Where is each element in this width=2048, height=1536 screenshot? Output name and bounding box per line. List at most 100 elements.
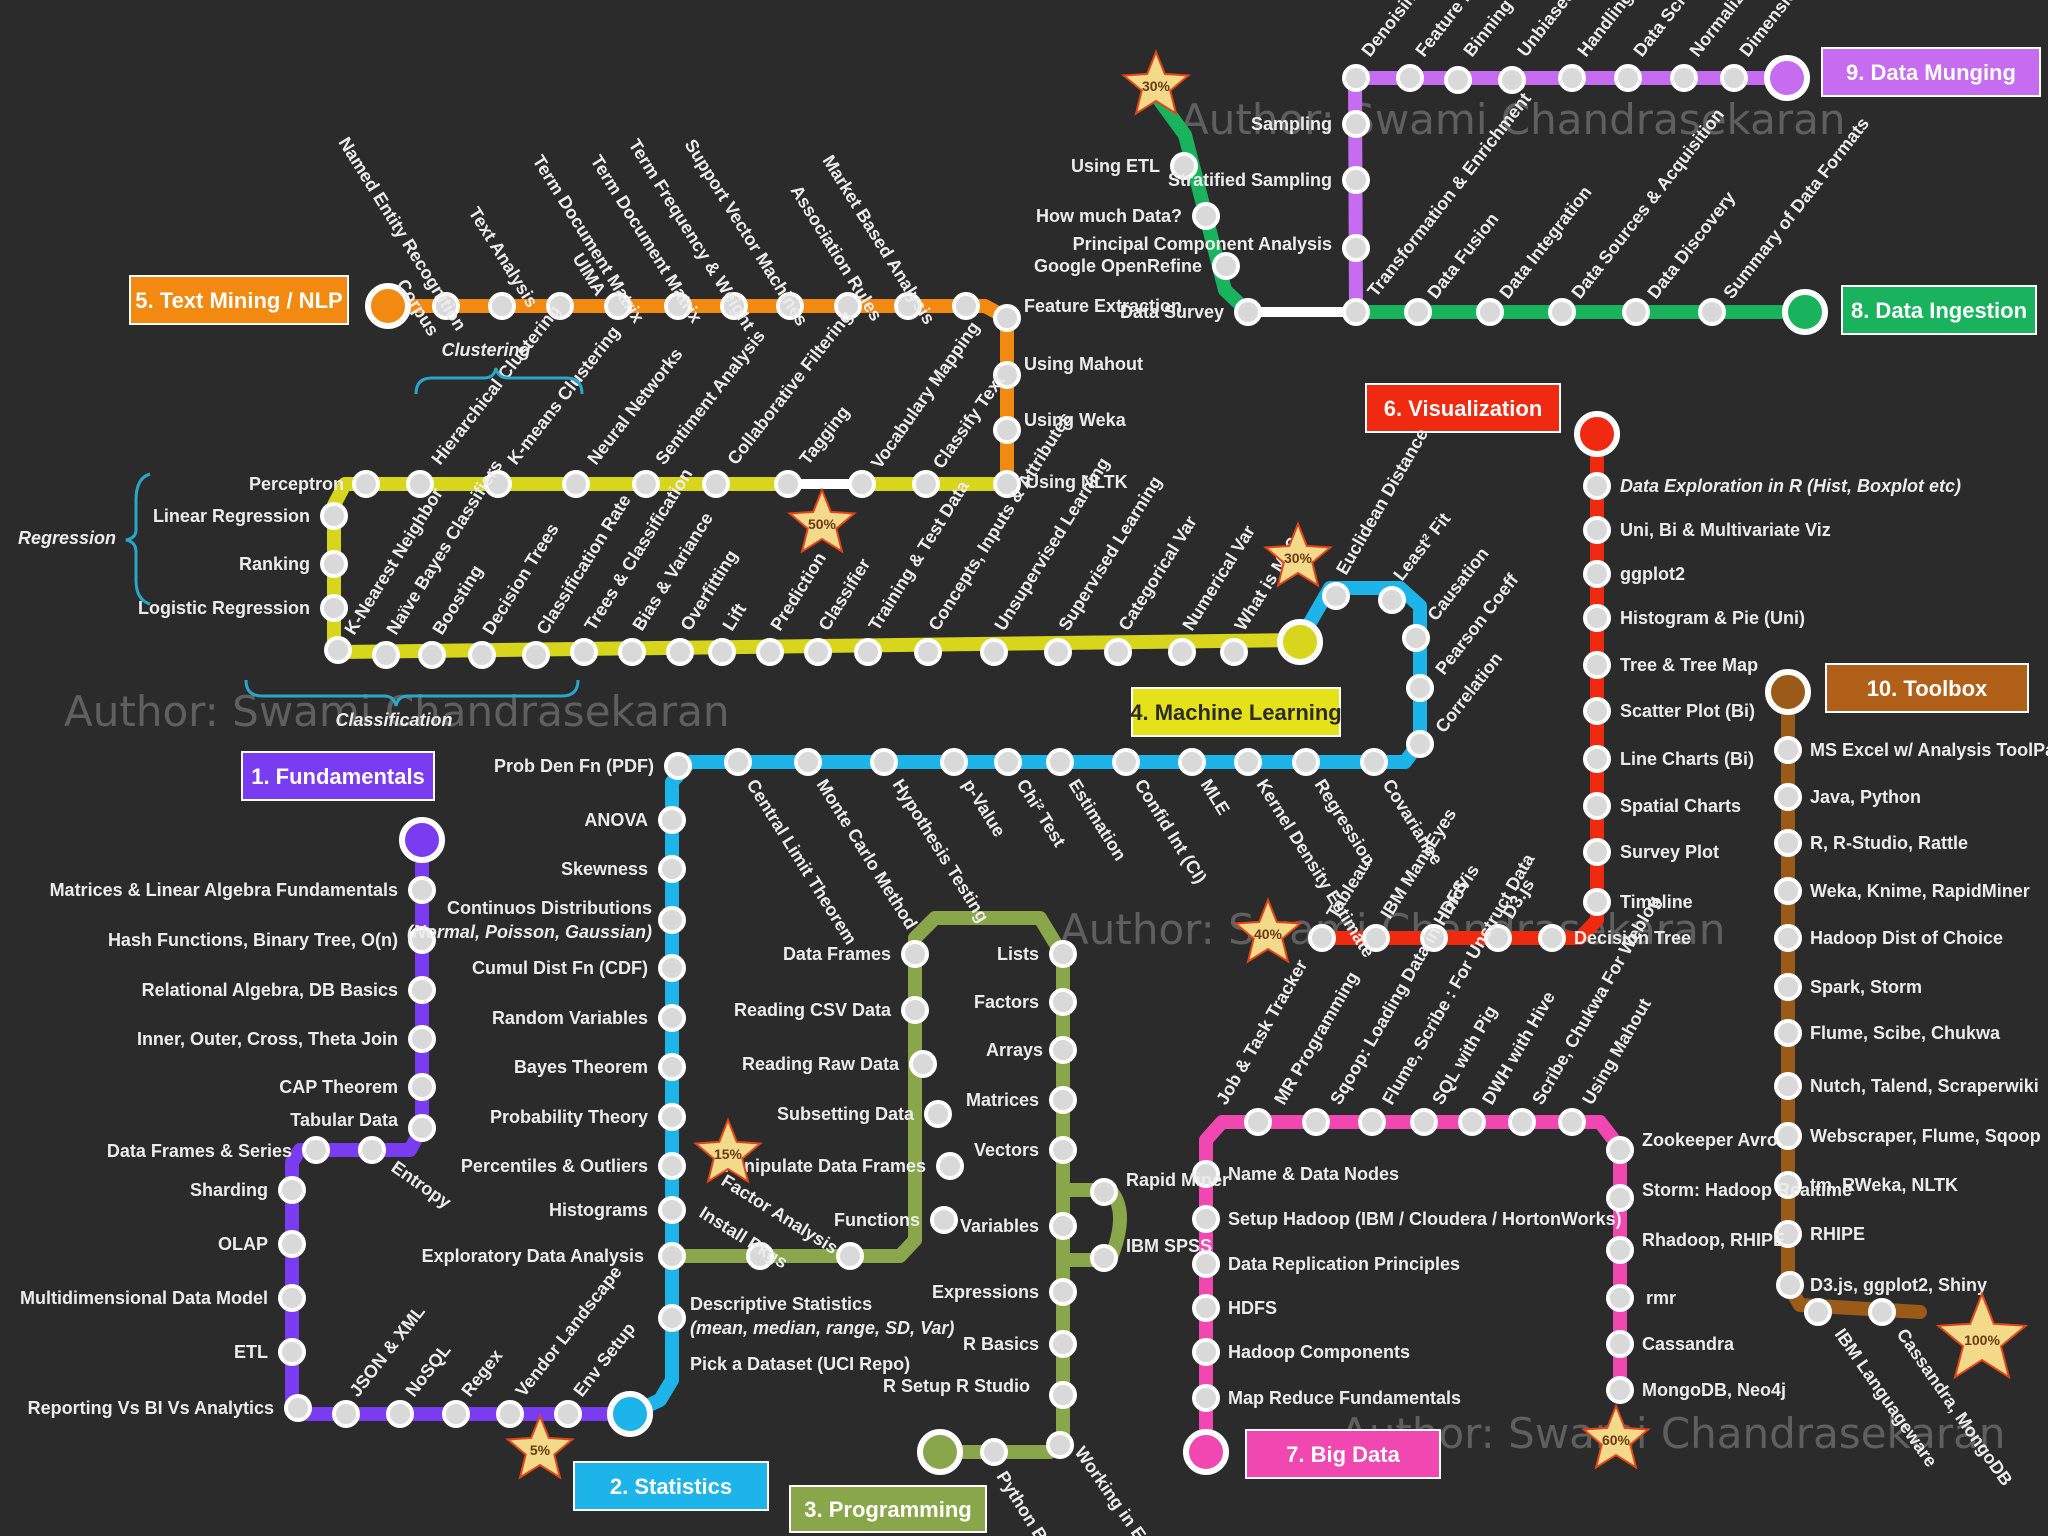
station-google-openrefine[interactable] bbox=[1212, 252, 1240, 280]
station-subsetting[interactable] bbox=[924, 1100, 952, 1128]
station-lists[interactable] bbox=[1049, 940, 1077, 968]
station-feature-extraction-nlp[interactable] bbox=[952, 292, 980, 320]
station-flume-scibe[interactable] bbox=[1774, 1019, 1802, 1047]
station-what-is-ml[interactable] bbox=[1220, 638, 1248, 666]
station-data-integration[interactable] bbox=[1476, 298, 1504, 326]
station-relational-algebra[interactable] bbox=[408, 976, 436, 1004]
station-monte-carlo[interactable] bbox=[794, 748, 822, 776]
station-using-nltk[interactable] bbox=[993, 470, 1021, 498]
station-central-limit[interactable] bbox=[724, 748, 752, 776]
terminal-programming[interactable] bbox=[917, 1429, 963, 1475]
station-hash-functions[interactable] bbox=[408, 926, 436, 954]
station-mr-programming[interactable] bbox=[1302, 1108, 1330, 1136]
station-kernel-density[interactable] bbox=[1234, 748, 1262, 776]
station-probability-theory[interactable] bbox=[658, 1103, 686, 1131]
station-env-setup[interactable] bbox=[554, 1400, 582, 1428]
station-chi-test[interactable] bbox=[994, 748, 1022, 776]
terminal-machine-learning[interactable] bbox=[1277, 619, 1323, 665]
station-cdf[interactable] bbox=[658, 954, 686, 982]
station-perceptron[interactable] bbox=[352, 470, 380, 498]
station-data-fusion[interactable] bbox=[1404, 298, 1432, 326]
station-hadoop-dist[interactable] bbox=[1774, 924, 1802, 952]
station-pig[interactable] bbox=[1458, 1108, 1486, 1136]
station-tm-rweka[interactable] bbox=[1774, 1171, 1802, 1199]
station-term-frequency[interactable] bbox=[664, 292, 692, 320]
station-cap-theorem[interactable] bbox=[408, 1073, 436, 1101]
title-toolbox[interactable]: 10. Toolbox bbox=[1825, 663, 2029, 713]
station-rhipe[interactable] bbox=[1774, 1220, 1802, 1248]
station-tagging[interactable] bbox=[774, 470, 802, 498]
station-map-reduce[interactable] bbox=[1192, 1384, 1220, 1412]
station-survey-plot[interactable] bbox=[1583, 838, 1611, 866]
station-hypothesis-testing[interactable] bbox=[870, 748, 898, 776]
station-spark-storm[interactable] bbox=[1774, 973, 1802, 1001]
station-rapid-miner[interactable] bbox=[1090, 1178, 1118, 1206]
station-sharding[interactable] bbox=[278, 1176, 306, 1204]
station-using-etl[interactable] bbox=[1170, 152, 1198, 180]
station-matrices[interactable] bbox=[408, 876, 436, 904]
station-ranking[interactable] bbox=[320, 550, 348, 578]
station-histogram-pie[interactable] bbox=[1583, 604, 1611, 632]
station-d3-shiny[interactable] bbox=[1776, 1271, 1804, 1299]
station-scatter-plot[interactable] bbox=[1583, 697, 1611, 725]
station-pdf[interactable] bbox=[664, 752, 692, 780]
terminal-data-munging[interactable] bbox=[1764, 55, 1810, 101]
station-decision-trees[interactable] bbox=[468, 641, 496, 669]
station-flume[interactable] bbox=[1410, 1108, 1438, 1136]
station-normalization[interactable] bbox=[1670, 64, 1698, 92]
station-tabular-data[interactable] bbox=[408, 1114, 436, 1142]
station-stratified-sampling[interactable] bbox=[1342, 166, 1370, 194]
station-mle[interactable] bbox=[1178, 748, 1206, 776]
station-percentiles[interactable] bbox=[658, 1152, 686, 1180]
title-big-data[interactable]: 7. Big Data bbox=[1245, 1429, 1441, 1479]
station-pca[interactable] bbox=[1342, 234, 1370, 262]
station-factor-analysis[interactable] bbox=[836, 1242, 864, 1270]
station-supervised[interactable] bbox=[1044, 638, 1072, 666]
station-binning[interactable] bbox=[1444, 66, 1472, 94]
station-trees-classification[interactable] bbox=[570, 638, 598, 666]
station-nosql[interactable] bbox=[386, 1400, 414, 1428]
station-name-data-nodes[interactable] bbox=[1192, 1160, 1220, 1188]
station-hadoop-components[interactable] bbox=[1192, 1338, 1220, 1366]
station-sqoop[interactable] bbox=[1358, 1108, 1386, 1136]
station-p-value[interactable] bbox=[940, 748, 968, 776]
station-sentiment[interactable] bbox=[632, 470, 660, 498]
station-tree-map[interactable] bbox=[1583, 651, 1611, 679]
station-classifier[interactable] bbox=[804, 638, 832, 666]
station-manipulate-df[interactable] bbox=[936, 1152, 964, 1180]
station-linear-regression[interactable] bbox=[320, 502, 348, 530]
station-collaborative-filtering[interactable] bbox=[702, 470, 730, 498]
station-python-basics[interactable] bbox=[980, 1438, 1008, 1466]
station-r-studio[interactable] bbox=[1774, 829, 1802, 857]
station-association-rules[interactable] bbox=[776, 292, 804, 320]
station-text-analysis[interactable] bbox=[488, 292, 516, 320]
terminal-visualization[interactable] bbox=[1574, 411, 1620, 457]
station-classify-text[interactable] bbox=[912, 470, 940, 498]
station-ibm-manyeyes[interactable] bbox=[1362, 924, 1390, 952]
station-decision-tree-viz[interactable] bbox=[1538, 924, 1566, 952]
station-data-scrubbing[interactable] bbox=[1614, 64, 1642, 92]
station-ibm-spss[interactable] bbox=[1090, 1244, 1118, 1272]
station-summary-formats[interactable] bbox=[1698, 298, 1726, 326]
station-sampling[interactable] bbox=[1342, 110, 1370, 138]
station-working-excel[interactable] bbox=[1046, 1431, 1074, 1459]
station-scribe-chukwa[interactable] bbox=[1558, 1108, 1586, 1136]
station-d3js[interactable] bbox=[1484, 924, 1512, 952]
station-knn[interactable] bbox=[324, 636, 352, 664]
station-transformation[interactable] bbox=[1342, 298, 1370, 326]
station-java-python[interactable] bbox=[1774, 783, 1802, 811]
station-line-charts[interactable] bbox=[1583, 745, 1611, 773]
station-uima[interactable] bbox=[546, 292, 574, 320]
station-unbiased-estimators[interactable] bbox=[1498, 66, 1526, 94]
station-missing-values[interactable] bbox=[1558, 64, 1586, 92]
station-factors[interactable] bbox=[1049, 988, 1077, 1016]
station-hdfs[interactable] bbox=[1192, 1294, 1220, 1322]
station-infovis[interactable] bbox=[1420, 924, 1448, 952]
station-random-variables[interactable] bbox=[658, 1004, 686, 1032]
title-data-munging[interactable]: 9. Data Munging bbox=[1821, 47, 2041, 97]
terminal-fundamentals[interactable] bbox=[399, 817, 445, 863]
title-statistics[interactable]: 2. Statistics bbox=[573, 1461, 769, 1511]
station-eda[interactable] bbox=[658, 1242, 686, 1270]
station-install-pkgs[interactable] bbox=[746, 1242, 774, 1270]
station-distributions[interactable] bbox=[658, 906, 686, 934]
